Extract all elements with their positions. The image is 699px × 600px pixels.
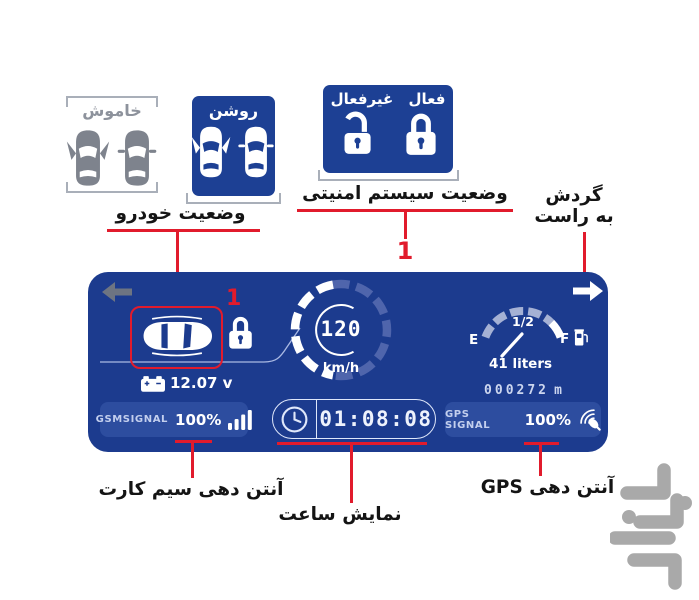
clock-time: 01:08:08 (319, 407, 433, 431)
car-top-icon (138, 315, 216, 361)
fuel-pump-icon (574, 328, 589, 351)
odometer-value: 000272 (484, 383, 550, 398)
dashboard-alert-marker: 1 (226, 286, 242, 311)
fuel-half-label: 1/2 (512, 314, 534, 329)
left-arrow-icon[interactable] (102, 282, 132, 306)
vehicle-indicator-highlight (130, 306, 223, 369)
gps-pointer-line (539, 442, 542, 476)
fuel-full-label: F (560, 331, 570, 347)
security-status-caption: وضعیت سیستم امنیتی (302, 183, 508, 204)
lock-closed-icon (226, 314, 255, 355)
speed-unit: km/h (322, 361, 360, 376)
vehicle-caption-underline (107, 229, 260, 232)
on-state-cars (190, 124, 277, 184)
off-state-label: خاموش (82, 101, 142, 120)
clock-caption: نمایش ساعت (278, 504, 402, 525)
security-state-box: فعال غیرفعال (323, 85, 453, 173)
bazaar-logo-watermark (608, 462, 699, 598)
vehicle-pointer-line (176, 229, 179, 308)
car-doors-closed-icon (235, 124, 277, 184)
satellite-dish-icon (578, 408, 601, 431)
car-doors-open-icon (190, 124, 232, 184)
battery-icon (141, 375, 165, 396)
speed-value: 120 (320, 317, 362, 341)
security-inactive-label: غیرفعال (330, 90, 394, 108)
gps-signal-value: 100% (524, 410, 571, 429)
on-state-box: روشن (190, 96, 277, 196)
speedometer-gauge (290, 279, 392, 381)
security-pointer-line (404, 209, 407, 239)
swipe-right-caption-line2: به راست (534, 206, 614, 228)
clock-pointer-line (350, 442, 353, 503)
odometer: 000272 m (473, 379, 573, 398)
car-doors-open-icon (65, 128, 111, 192)
battery-voltage: 12.07 v (170, 374, 233, 392)
gps-caption: آنتن دهی GPS (480, 477, 615, 498)
fuel-gauge (481, 306, 565, 358)
swipe-right-caption-line1: گردش (545, 185, 603, 206)
security-active-label: فعال (408, 90, 446, 108)
gsm-signal-chip: GSMSIGNAL 100% (96, 402, 253, 437)
signal-bars-icon (228, 409, 253, 430)
gps-signal-chip: GPS SIGNAL 100% (445, 402, 601, 437)
swipe-right-caption: گردش به راست (530, 185, 618, 228)
odometer-unit: m (554, 383, 562, 398)
dashboard-panel: 1 12.07 v 120 km (88, 272, 608, 452)
clock-display: 01:08:08 (272, 399, 436, 439)
swipe-pointer-line (583, 232, 586, 272)
gsm-pointer-bar (175, 440, 212, 443)
fuel-amount: 41 liters (488, 356, 553, 372)
clock-icon (273, 400, 317, 438)
security-marker: 1 (396, 237, 414, 265)
on-state-label: روشن (208, 101, 259, 120)
right-arrow-icon[interactable] (573, 281, 603, 305)
gps-signal-label: GPS SIGNAL (445, 408, 491, 431)
fuel-empty-label: E (469, 332, 479, 348)
off-state-cars (66, 128, 158, 192)
gsm-signal-value: 100% (175, 410, 222, 429)
gsm-signal-label: GSMSIGNAL (95, 414, 169, 425)
gsm-pointer-line (191, 440, 194, 478)
gsm-caption: آنتن دهی سیم کارت (98, 479, 284, 500)
lock-open-icon (336, 110, 376, 162)
vehicle-status-caption: وضعیت خودرو (115, 203, 246, 224)
car-doors-closed-icon (114, 128, 160, 192)
gps-pointer-bar (524, 442, 559, 445)
lock-closed-icon (401, 110, 441, 162)
